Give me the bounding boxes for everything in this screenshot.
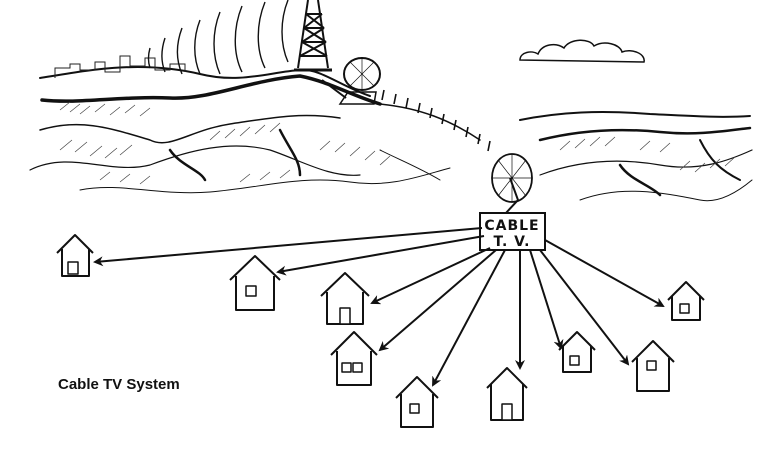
house-9: [667, 281, 705, 321]
house-2: [229, 255, 281, 311]
arrow-to-house-3: [370, 247, 491, 305]
arrow-to-house-1: [93, 227, 483, 267]
box-label-line2: T. V.: [494, 234, 531, 250]
city-skyline: [54, 55, 186, 78]
cable-tv-box: CABLE T. V.: [479, 212, 546, 251]
arrow-to-house-7: [529, 249, 564, 350]
house-3: [320, 272, 370, 325]
hill-shading: [59, 101, 736, 185]
house-8: [631, 340, 675, 392]
arrow-to-house-9: [544, 239, 665, 307]
box-label-line1: CABLE: [484, 218, 539, 234]
house-4: [330, 331, 378, 386]
house-1: [56, 234, 94, 277]
house-7: [558, 331, 596, 373]
diagram-caption: Cable TV System: [58, 376, 180, 393]
arrow-to-house-2: [276, 235, 485, 276]
cloud: [519, 39, 645, 63]
hills-landscape: [29, 66, 753, 202]
receiving-satellite-dish: [491, 153, 533, 215]
microwave-signal-link: [381, 89, 491, 152]
house-5: [395, 376, 439, 428]
house-6: [486, 367, 528, 421]
broadcast-signal-waves: [147, 0, 289, 75]
broadcast-tower: [294, 0, 332, 72]
arrow-to-house-5: [432, 249, 506, 387]
cable-connections: [93, 227, 665, 387]
arrow-to-house-8: [539, 249, 630, 366]
arrow-to-house-4: [378, 249, 497, 352]
transmit-satellite-dish: [321, 57, 381, 105]
